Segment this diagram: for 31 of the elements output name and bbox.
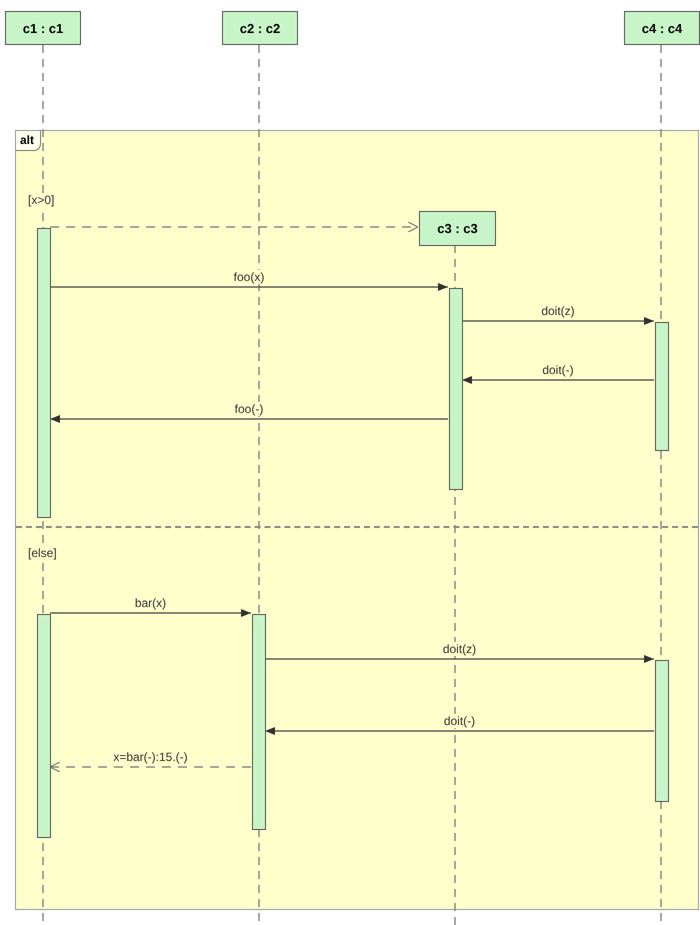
edge-label: x=bar(-):15.(-) <box>111 750 190 764</box>
message-arrow <box>50 283 448 291</box>
edge-label: bar(x) <box>132 596 168 610</box>
activation-bar <box>37 228 51 518</box>
edge-label: doit(z) <box>440 642 478 656</box>
dashed-message-arrow <box>50 221 419 233</box>
message-arrow <box>50 609 251 617</box>
message-arrow <box>265 655 654 663</box>
lifeline-head: c4 : c4 <box>624 11 700 45</box>
dashed-message-arrow <box>49 761 251 773</box>
guard-condition: [x>0] <box>26 193 56 207</box>
activation-bar <box>655 660 669 802</box>
message-arrow <box>462 376 654 384</box>
activation-bar <box>655 322 669 451</box>
activation-bar <box>252 614 266 830</box>
lifeline-head: c2 : c2 <box>222 11 298 45</box>
guard-condition: [else] <box>26 546 59 560</box>
edge-label: foo(-) <box>232 402 266 416</box>
edge-label: doit(-) <box>540 363 576 377</box>
edge-label: doit(-) <box>442 714 478 728</box>
edge-label: doit(z) <box>539 304 577 318</box>
edge-label: foo(x) <box>232 270 266 284</box>
activation-bar <box>37 614 51 838</box>
message-arrow <box>462 317 654 325</box>
message-arrow <box>265 727 654 735</box>
lifeline-head: c3 : c3 <box>419 211 496 246</box>
lifeline-head: c1 : c1 <box>5 11 81 45</box>
fragment-operator: alt <box>16 131 42 151</box>
message-arrow <box>50 415 448 423</box>
activation-bar <box>449 288 463 490</box>
combined-fragment-frame <box>15 130 699 910</box>
